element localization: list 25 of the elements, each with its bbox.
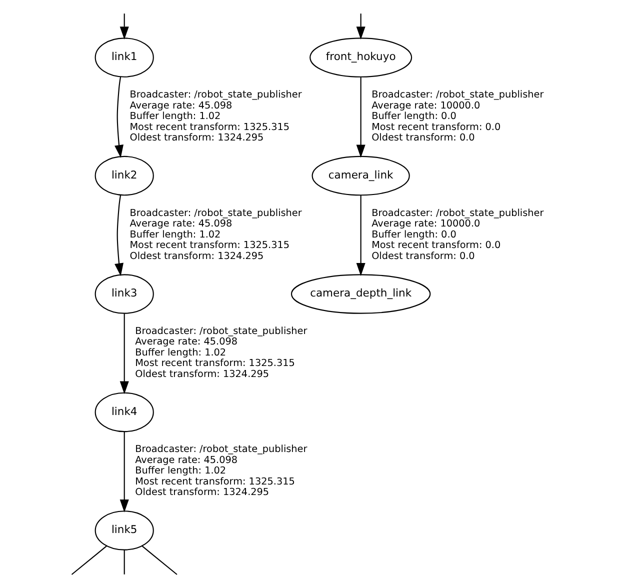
node-ellipse: link4 xyxy=(94,392,154,432)
connector xyxy=(71,546,107,575)
node-ellipse: link5 xyxy=(94,510,154,550)
arrow xyxy=(120,14,129,40)
edge-label: Broadcaster: /robot_state_publisher Average rate: 10000.0 Buffer length: 0.0 Most recent transform: 0.0 Oldest transform: 0.0 xyxy=(372,90,544,144)
arrow xyxy=(356,14,366,40)
node-ellipse: link1 xyxy=(94,38,154,78)
arrow xyxy=(356,77,366,158)
edge-label: Broadcaster: /robot_state_publisher Average rate: 45.098 Buffer length: 1.02 Most recent transform: 1325.315 Oldest transform: 1324.295 xyxy=(135,326,308,380)
node-ellipse: link3 xyxy=(94,274,154,314)
arrow xyxy=(114,195,124,276)
node-ellipse: camera_link xyxy=(312,156,410,196)
edge-label: Broadcaster: /robot_state_publisher Average rate: 45.098 Buffer length: 1.02 Most recent transform: 1325.315 Oldest transform: 1324.295 xyxy=(135,444,308,498)
node-ellipse: link2 xyxy=(94,156,154,196)
arrow xyxy=(120,432,129,512)
arrow xyxy=(356,196,366,276)
edge-label: Broadcaster: /robot_state_publisher Average rate: 45.098 Buffer length: 1.02 Most recent transform: 1325.315 Oldest transform: 1324.295 xyxy=(130,90,302,144)
node-ellipse: front_hokuyo xyxy=(310,38,412,78)
arrow xyxy=(114,76,124,158)
edge-label: Broadcaster: /robot_state_publisher Average rate: 45.098 Buffer length: 1.02 Most recent transform: 1325.315 Oldest transform: 1324.295 xyxy=(130,208,302,262)
node-ellipse: camera_depth_link xyxy=(290,274,431,314)
edge-label: Broadcaster: /robot_state_publisher Average rate: 10000.0 Buffer length: 0.0 Most recent transform: 0.0 Oldest transform: 0.0 xyxy=(372,208,544,262)
connector xyxy=(124,550,125,574)
arrow xyxy=(120,314,129,394)
connector xyxy=(142,546,178,575)
